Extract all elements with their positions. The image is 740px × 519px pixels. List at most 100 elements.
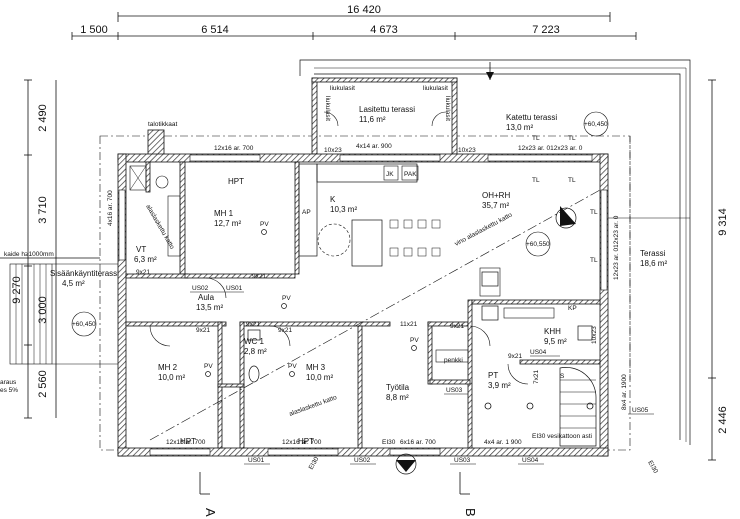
label-araus: araus <box>0 379 17 386</box>
win-right-small: 8x4 ar. 1900 <box>621 374 628 410</box>
room-mh3: MH 3 <box>306 363 326 372</box>
label-pak: PAK <box>404 171 417 178</box>
level-1: +60,450 <box>584 121 608 128</box>
dim-right-1: 9 314 <box>717 208 729 236</box>
us05: US05 <box>632 407 649 414</box>
section-a: A <box>203 508 218 517</box>
room-vt: VT <box>136 245 146 254</box>
entrance-terrace: kaide h≥1000mm araus es 5% <box>0 251 118 394</box>
room-khh: KHH <box>544 327 561 336</box>
room-aula: Aula <box>198 293 215 302</box>
dim-seg-3: 4 673 <box>370 24 398 36</box>
dim-left-3: 9 270 <box>11 276 23 304</box>
dim-left-5: 2 560 <box>37 370 49 398</box>
label-ap: AP <box>302 209 311 216</box>
section-markers: US02 US01 US03 US04 US01 US02 US03 US04 … <box>190 285 654 465</box>
right-terrace <box>608 136 690 380</box>
room-k-area: 10,3 m² <box>330 205 357 214</box>
label-vino-katto: vino alaslaskettu katto <box>454 211 514 247</box>
chimney <box>147 129 165 157</box>
marker-hpt-1: HPT <box>180 437 196 446</box>
left-dimensions: 2 490 3 710 9 270 3 000 2 560 <box>11 79 57 419</box>
door-9x21-4: 9x21 <box>278 327 292 334</box>
room-terassi: Terassi <box>640 249 666 258</box>
room-mh1: MH 1 <box>214 209 234 218</box>
room-wc1: WC 1 <box>244 337 265 346</box>
khh-bench <box>503 307 555 319</box>
room-mh1-area: 12,7 m² <box>214 219 241 228</box>
marker-pv-2: PV <box>282 295 291 302</box>
door-7x21: 7x21 <box>533 370 540 384</box>
room-terassi-area: 18,6 m² <box>640 259 667 268</box>
us01: US01 <box>248 457 265 464</box>
us02-inner: US02 <box>192 285 209 292</box>
label-penkki: penkki <box>444 357 463 364</box>
marker-tl-2: TL <box>568 135 576 142</box>
marker-pv-3: PV <box>204 363 213 370</box>
bath-fixtures: S KP <box>247 271 597 447</box>
room-sisaankaynti: Sisäänkäyntiterassi <box>50 269 119 278</box>
marker-tl-4: TL <box>568 177 576 184</box>
label-liukulasit-4: liukulasit <box>444 96 451 121</box>
markers: HPT HPT PV PV PV PV PV TL TL TL TL TL TL <box>180 135 598 446</box>
win-bottom-1: 12x16 ar. 700 <box>166 439 206 446</box>
section-cuts: A B <box>199 472 478 517</box>
label-ei30-vesikatto: EI30 vesikattoon asti <box>532 433 592 440</box>
marker-tl-5: TL <box>590 209 598 216</box>
dim-seg-2: 6 514 <box>201 24 229 36</box>
room-wc1-area: 2,8 m² <box>244 347 267 356</box>
room-mh2: MH 2 <box>158 363 178 372</box>
label-alaslaskettu-katto-1: alaslaskettu katto <box>288 394 338 418</box>
win-top-right: 12x23 ar. 012x23 ar. 0 <box>518 145 583 152</box>
label-liukulasit-2: liukulasit <box>423 85 448 92</box>
win-bottom-4: 4x4 ar. 1 900 <box>484 439 522 446</box>
dim-left-1: 2 490 <box>37 104 49 132</box>
door-9x21-5: 9x21 <box>450 323 464 330</box>
right-dimensions: 9 314 2 446 <box>708 79 729 461</box>
marker-pv-4: PV <box>288 363 297 370</box>
door-9x21-3: 9x21 <box>246 321 260 328</box>
room-mh3-area: 10,0 m² <box>306 373 333 382</box>
room-vt-area: 6,3 m² <box>134 255 157 264</box>
exterior-walls <box>117 153 609 457</box>
door-9x21-7: 9x21 <box>136 269 150 276</box>
label-araus-pct: es 5% <box>0 387 18 394</box>
us02: US02 <box>354 457 371 464</box>
us04-inner: US04 <box>530 349 547 356</box>
us03-inner: US03 <box>446 387 463 394</box>
room-hpt: HPT <box>228 177 244 186</box>
room-ohrh-area: 35,7 m² <box>482 201 509 210</box>
win-10x23-right: 10x23 <box>458 147 476 154</box>
win-left-vert: 4x16 ar. 700 <box>107 190 114 226</box>
marker-tl-1: TL <box>532 135 540 142</box>
room-khh-area: 9,5 m² <box>544 337 567 346</box>
dim-left-2: 3 710 <box>37 196 49 224</box>
room-pt-area: 3,9 m² <box>488 381 511 390</box>
label-alaslaskettu-katto-2: alaslaskettu katto <box>144 204 175 251</box>
marker-pv-5: PV <box>410 337 419 344</box>
room-katettu-terassi-area: 13,0 m² <box>506 123 533 132</box>
view-markers: B A <box>395 206 577 475</box>
window-labels: 12x16 ar. 700 12x23 ar. 012x23 ar. 0 4x1… <box>107 145 628 446</box>
door-swings <box>149 111 529 385</box>
door-9x21-6: 9x21 <box>508 353 522 360</box>
interior-walls <box>125 161 601 449</box>
top-dimensions: 16 420 1 500 6 514 4 673 7 223 <box>71 4 637 40</box>
dim-seg-1: 1 500 <box>80 24 108 36</box>
label-liukulasit-3: liukulasit <box>324 96 331 121</box>
us04: US04 <box>522 457 539 464</box>
marker-tl-3: TL <box>532 177 540 184</box>
label-s: S <box>560 373 565 380</box>
room-pt: PT <box>488 371 498 380</box>
section-b: B <box>463 508 478 517</box>
vt-drain <box>155 175 169 189</box>
marker-hpt-2: HPT <box>298 437 314 446</box>
marker-tl-6: TL <box>590 257 598 264</box>
terrace-top: liukulasit liukulasit liukulasit liukula… <box>311 77 476 155</box>
room-k: K <box>330 195 336 204</box>
label-kaide: kaide h≥1000mm <box>4 251 54 258</box>
view-a: A <box>564 217 569 224</box>
dim-right-2: 2 446 <box>717 406 729 434</box>
level-3: +60,450 <box>72 321 96 328</box>
